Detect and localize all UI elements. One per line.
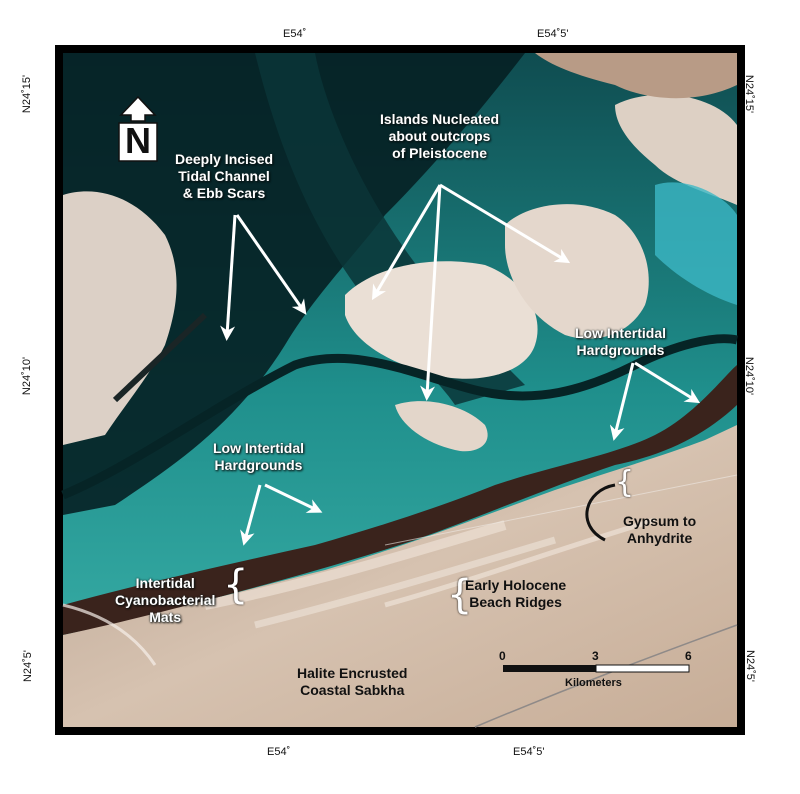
scale-tick-3: 3 (592, 649, 599, 663)
lat-label-left-top: N24˚15' (21, 74, 34, 114)
tidal-channel (61, 334, 738, 500)
annotation-arrows (220, 183, 701, 546)
island-5 (395, 401, 488, 452)
lat-label-left-bottom: N24˚5' (22, 649, 35, 683)
satellite-map: N Deeply Incised Tidal Channel & Ebb Sca… (55, 45, 745, 735)
gypsum-bracket (585, 483, 616, 542)
map-image (55, 45, 745, 735)
mats-brace: { (223, 562, 249, 608)
label-low-intertidal-left: Low Intertidal Hardgrounds (213, 440, 304, 473)
lat-label-left-mid: N24˚10' (21, 356, 34, 396)
lon-label-top-left: E54˚ (283, 28, 307, 40)
island-1 (345, 261, 538, 379)
label-cyanobacterial-mats: Intertidal Cyanobacterial Mats (115, 575, 216, 625)
north-letter: N (125, 120, 151, 161)
lat-label-right-bottom: N24˚5' (744, 649, 757, 683)
north-arrow-icon: N (113, 95, 163, 165)
scale-bar (503, 664, 690, 673)
coastal-sabkha (63, 425, 737, 727)
label-beach-ridges: Early Holocene Beach Ridges (465, 577, 567, 610)
lon-label-bottom-right: E54˚5' (513, 746, 545, 758)
nw-island (63, 191, 177, 445)
lon-label-bottom-left: E54˚ (267, 746, 291, 758)
label-sabkha: Halite Encrusted Coastal Sabkha (297, 665, 408, 698)
label-tidal-channel: Deeply Incised Tidal Channel & Ebb Scars (175, 151, 274, 201)
deep-channel-area (63, 53, 525, 515)
island-3 (615, 94, 737, 205)
gypsum-brace: { (615, 465, 635, 500)
scale-tick-6: 6 (685, 649, 692, 663)
lon-label-top-right: E54˚5' (537, 28, 569, 40)
island-2 (505, 204, 649, 339)
island-4 (535, 53, 737, 99)
label-gypsum: Gypsum to Anhydrite (623, 513, 697, 546)
beach-ridges-brace: { (447, 572, 473, 618)
scale-tick-0: 0 (499, 649, 506, 663)
scale-unit: Kilometers (565, 677, 622, 689)
label-islands: Islands Nucleated about outcrops of Plei… (380, 111, 500, 161)
label-low-intertidal-right: Low Intertidal Hardgrounds (575, 325, 666, 358)
intertidal-mat-band (63, 365, 737, 635)
